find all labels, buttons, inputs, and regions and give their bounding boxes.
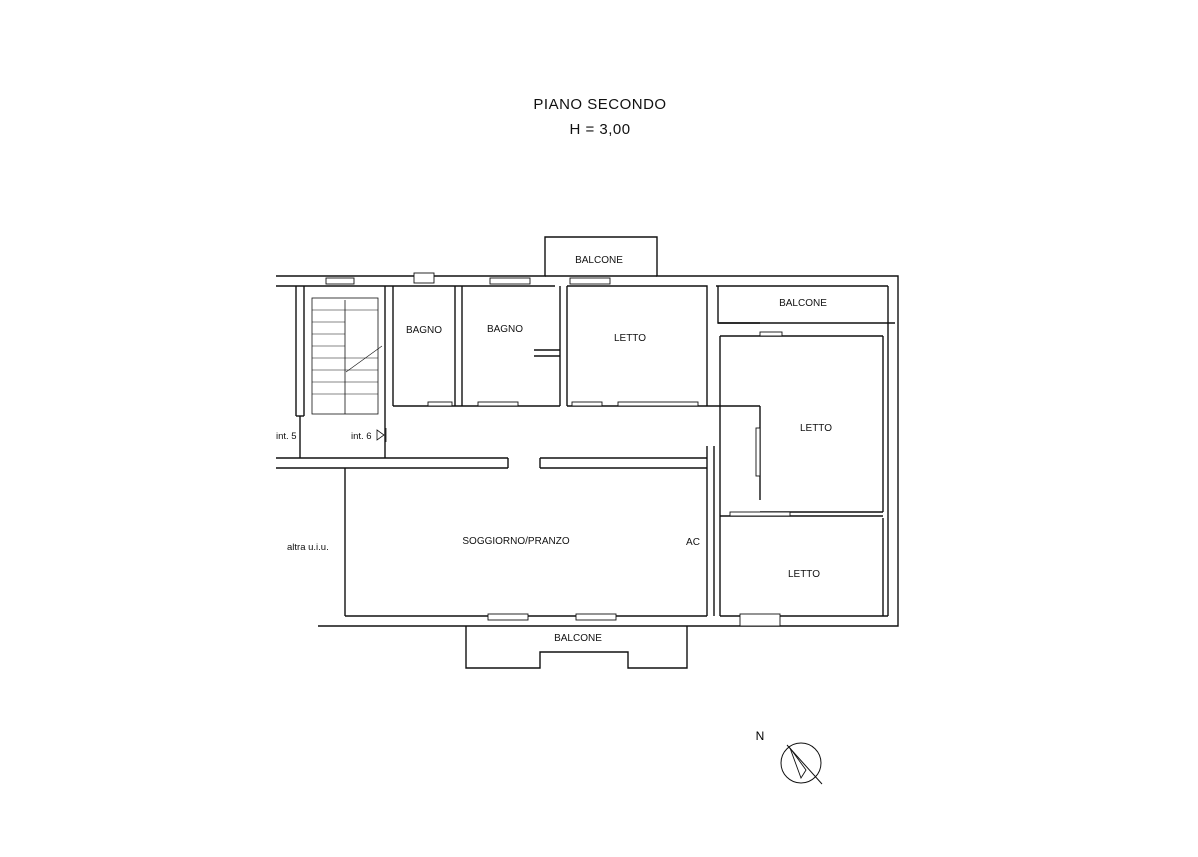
label-int6: int. 6	[351, 431, 372, 442]
entry-marker-icon	[376, 428, 387, 442]
room-label-ac: AC	[686, 537, 700, 548]
stair-treads	[312, 321, 383, 395]
living-walls	[276, 415, 707, 617]
room-label-bagno-2: BAGNO	[487, 324, 523, 335]
balcone-bottom-outline	[465, 626, 688, 669]
room-label-letto-bottom: LETTO	[788, 569, 820, 580]
outer-walls	[276, 236, 899, 627]
compass-north-label: N	[756, 729, 765, 743]
room-label-balcone-bottom: BALCONE	[554, 633, 602, 644]
stair-block	[295, 286, 394, 416]
room-label-bagno-1: BAGNO	[406, 325, 442, 336]
room-label-balcone-right: BALCONE	[779, 298, 827, 309]
label-altra-uiu: altra u.i.u.	[287, 542, 329, 553]
label-int5: int. 5	[276, 431, 297, 442]
room-label-letto-top: LETTO	[614, 333, 646, 344]
floor-title: PIANO SECONDO	[533, 96, 667, 113]
height-note: H = 3,00	[569, 121, 631, 138]
room-label-balcone-top: BALCONE	[575, 255, 623, 266]
room-label-soggiorno: SOGGIORNO/PRANZO	[462, 536, 569, 547]
balcone-right-outline	[717, 286, 895, 324]
windows	[325, 272, 791, 627]
north-arrow-icon	[780, 742, 823, 785]
room-label-letto-right: LETTO	[800, 423, 832, 434]
